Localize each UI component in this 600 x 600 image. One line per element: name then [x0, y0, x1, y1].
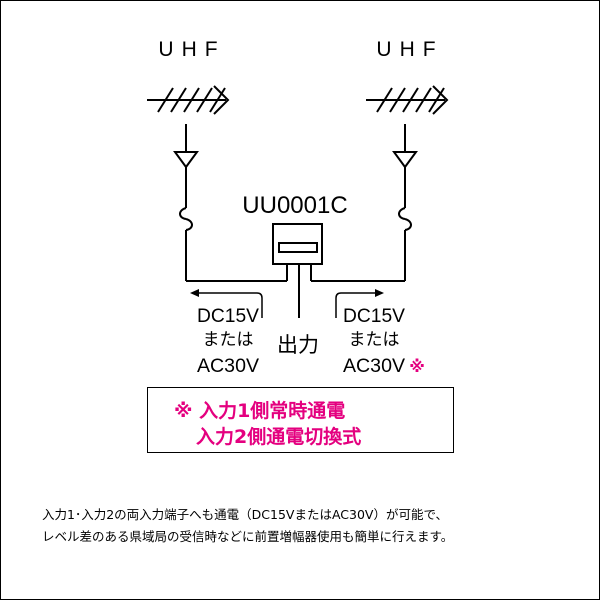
- left-power-line1: DC15V: [197, 306, 259, 327]
- footer-description: 入力1･入力2の両入力端子へも通電（DC15VまたはAC30V）が可能で、 レベ…: [42, 504, 572, 548]
- left-antenna-icon: [147, 85, 230, 115]
- right-arrow-head-icon: [375, 289, 384, 297]
- right-feed-line: [311, 124, 412, 282]
- note-box: ※ 入力1側常時通電 入力2側通電切換式: [147, 387, 454, 453]
- left-power-arrow: [198, 292, 263, 318]
- left-power-line3: AC30V: [197, 356, 259, 377]
- left-amplifier-icon: [173, 151, 199, 169]
- left-feed-line: [179, 124, 287, 282]
- left-arrow-head-icon: [190, 289, 199, 297]
- right-power-note-mark: ※: [409, 357, 425, 376]
- note-line-2: 入力2側通電切換式: [196, 426, 362, 448]
- left-uhf-label: UHF: [158, 38, 225, 61]
- footer-line-1: 入力1･入力2の両入力端子へも通電（DC15VまたはAC30V）が可能で、: [42, 507, 448, 522]
- note-line-1: ※ 入力1側常時通電: [174, 400, 346, 422]
- footer-line-2: レベル差のある県域局の受信時などに前置増幅器使用も簡単に行えます。: [42, 529, 454, 544]
- right-power-line3: AC30V: [343, 356, 405, 377]
- output-label: 出力: [277, 334, 319, 357]
- device-box: [272, 223, 323, 318]
- right-power-line2: または: [349, 330, 400, 349]
- right-amplifier-icon: [392, 151, 418, 169]
- right-antenna-icon: [366, 85, 449, 115]
- left-power-line2: または: [203, 330, 254, 349]
- right-uhf-label: UHF: [376, 38, 443, 61]
- right-power-line1: DC15V: [343, 306, 405, 327]
- right-power-arrow: [335, 292, 376, 318]
- device-model-label: UU0001C: [242, 192, 347, 219]
